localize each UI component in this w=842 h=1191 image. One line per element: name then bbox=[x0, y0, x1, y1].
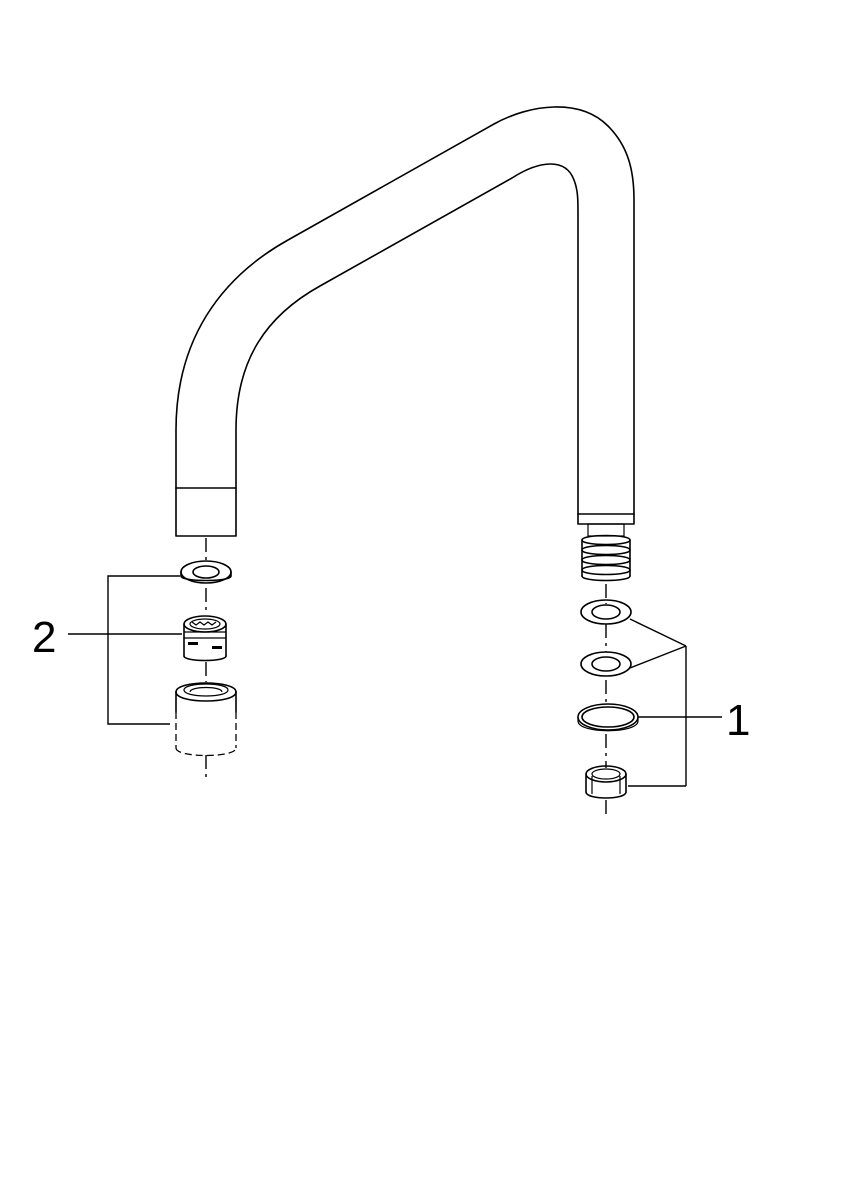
threaded-connector bbox=[581, 523, 631, 582]
left-flat-washer bbox=[180, 560, 232, 584]
aerator-housing-dashed bbox=[175, 682, 237, 757]
spout-inner-outline bbox=[235, 163, 579, 515]
spout bbox=[175, 106, 635, 537]
right-washer-1 bbox=[580, 599, 632, 625]
spout-right-collar bbox=[577, 513, 635, 525]
aerator-insert bbox=[183, 615, 227, 662]
callout-2-leaders bbox=[68, 575, 182, 725]
right-washer-2 bbox=[580, 651, 632, 677]
spout-outer-outline bbox=[175, 106, 635, 515]
callout-1-label: 1 bbox=[726, 696, 750, 745]
callout-1-leaders bbox=[628, 618, 722, 787]
right-bushing bbox=[585, 765, 627, 799]
spout-left-sleeve bbox=[175, 487, 237, 537]
callout-2-label: 2 bbox=[32, 613, 56, 662]
right-o-ring bbox=[577, 703, 639, 732]
